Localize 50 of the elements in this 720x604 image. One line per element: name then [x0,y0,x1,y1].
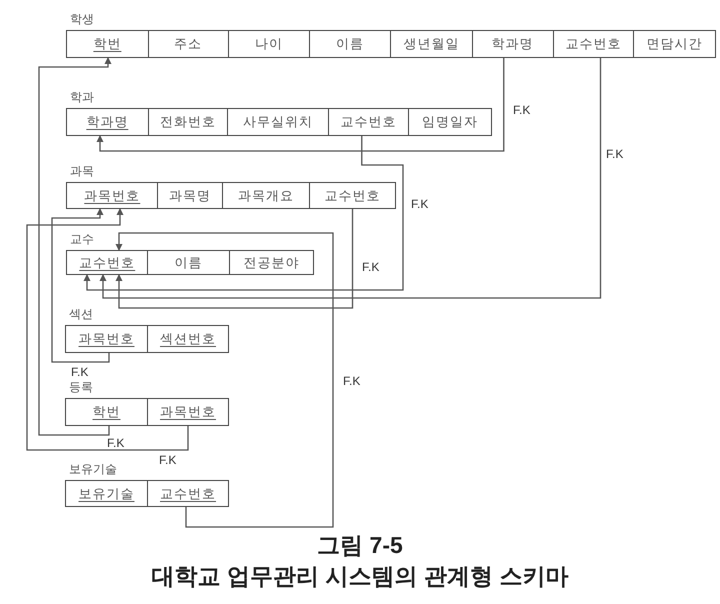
attribute-cell: 이름 [310,31,391,57]
attribute-cell: 과목명 [158,183,224,208]
attribute-cell: 과목번호 [67,183,158,208]
caption: 그림 7-5 대학교 업무관리 시스템의 관계형 스키마 [150,531,570,591]
attribute-cell: 과목번호 [66,326,148,352]
foreign-key-arrow [96,57,504,152]
attribute-cell: 과목개요 [223,183,310,208]
table-name: 보유기술 [69,462,117,476]
edge-label: F.K [410,198,430,210]
edge-label: F.K [106,437,126,449]
attribute-cell: 교수번호 [310,183,395,208]
edge-label: F.K [605,148,624,160]
attribute-cell: 나이 [228,31,310,57]
attribute-cell: 학과명 [67,109,149,135]
attribute-cell: 사무실위치 [228,109,329,135]
edge-label: F.K [512,104,532,116]
edge-label: F.K [342,375,362,387]
foreign-key-arrow [84,135,404,291]
edge-label: F.K [70,366,90,378]
attribute-cell: 교수번호 [148,481,228,506]
attribute-cell: 학번 [66,399,148,425]
table-name: 교수 [70,232,94,246]
attribute-cell: 학과명 [472,31,554,57]
attribute-cell: 학번 [67,31,149,57]
attribute-cell: 임명일자 [409,109,491,135]
table-name: 학생 [70,12,94,26]
table-name: 등록 [69,380,93,394]
attribute-cell: 교수번호 [328,109,410,135]
foreign-key-arrow [100,57,602,299]
attribute-cell: 섹션번호 [148,326,228,352]
table-name: 학과 [70,90,94,104]
attribute-cell: 교수번호 [67,251,148,274]
foreign-key-arrow [38,57,112,436]
foreign-key-arrow [26,208,189,451]
attribute-cell: 보유기술 [66,481,148,506]
attribute-cell: 전화번호 [148,109,228,135]
foreign-key-arrow [51,208,110,363]
attribute-cell: 생년월일 [391,31,473,57]
table-name: 섹션 [69,307,93,321]
table-name: 과목 [70,164,94,178]
foreign-key-arrow [116,208,354,309]
edge-label: F.K [158,454,178,466]
attribute-cell: 과목번호 [148,399,228,425]
attribute-cell: 주소 [148,31,228,57]
edge-label: F.K [361,261,380,273]
attribute-cell: 전공분야 [230,251,313,274]
attribute-cell: 면담시간 [634,31,715,57]
foreign-key-arrow [116,232,334,528]
attribute-cell: 이름 [148,251,230,274]
attribute-cell: 교수번호 [554,31,634,57]
